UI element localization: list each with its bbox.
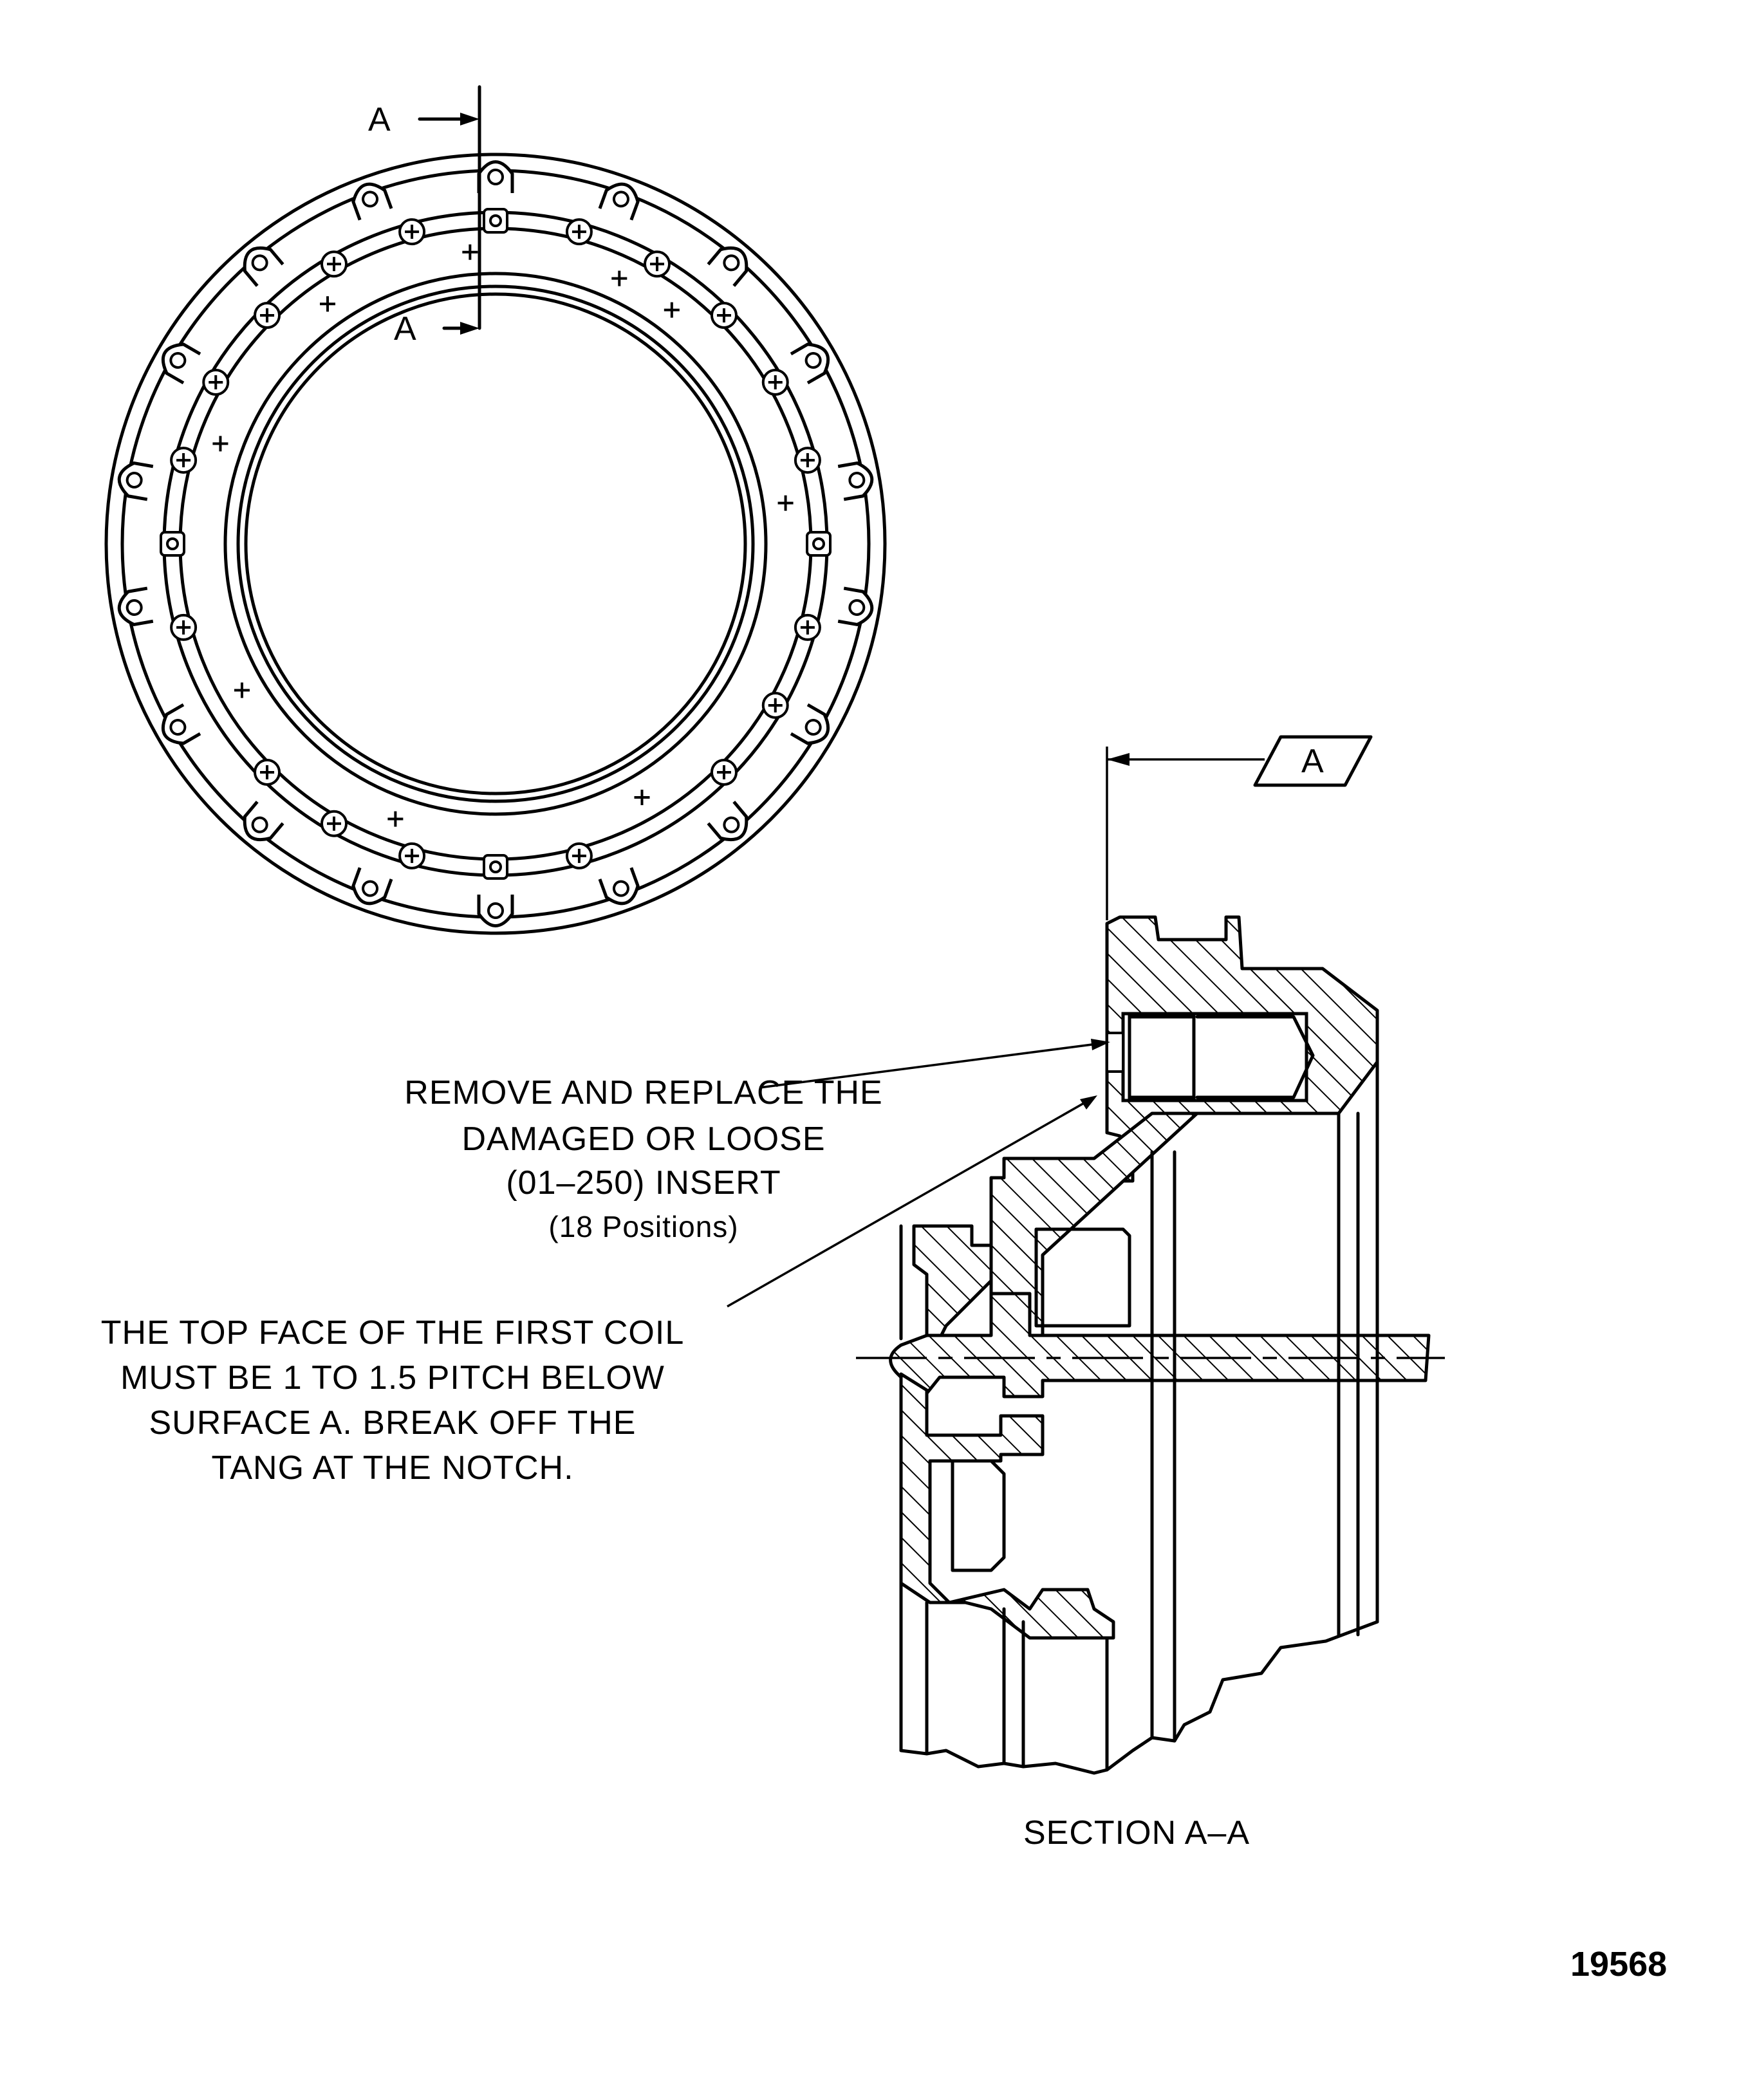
insert-note: REMOVE AND REPLACE THE DAMAGED OR LOOSE … (404, 1074, 882, 1243)
bolt-hole (170, 613, 198, 641)
section-caption: SECTION A–A (1023, 1814, 1250, 1852)
through-bolt (889, 1292, 1431, 1398)
bolt-hole (794, 447, 821, 474)
cross-mark (387, 811, 404, 827)
bolt-hole (710, 302, 738, 330)
insert-lug (351, 182, 393, 221)
insert-lug (243, 246, 284, 287)
insert-lug (837, 586, 874, 627)
dowel-hole (483, 208, 508, 234)
insert-coil (1128, 1015, 1196, 1099)
insert-lug (477, 895, 514, 927)
housing-flange-left (912, 1224, 993, 1341)
insert-lug (598, 867, 640, 906)
section-marker-outer: A (368, 101, 391, 138)
bolt-hole (202, 369, 230, 396)
bolt-hole (398, 218, 426, 246)
insert-note-line-2: DAMAGED OR LOOSE (462, 1120, 826, 1158)
coil-note-line-1: THE TOP FACE OF THE FIRST COIL (101, 1314, 684, 1352)
cross-mark (234, 682, 250, 698)
ring-bore-inner (244, 292, 747, 795)
bolt-hole (794, 613, 821, 641)
bolt-hole (321, 810, 348, 837)
section-view: A SECTION A–A (856, 735, 1445, 1852)
bolt-hole (761, 369, 789, 396)
cross-mark (320, 296, 336, 312)
insert-lug (837, 461, 874, 501)
ring-bore-step (236, 284, 755, 803)
insert-note-line-3: (01–250) INSERT (506, 1164, 781, 1202)
bolt-hole (565, 842, 593, 869)
insert-lug (161, 703, 201, 745)
bolt-hole (398, 842, 426, 869)
section-marker-inner: A (394, 310, 416, 348)
insert-lug (707, 801, 748, 842)
bolt-hole (565, 218, 593, 246)
insert-lug (117, 586, 154, 627)
bolt-hole (321, 250, 348, 278)
ring-bore-outer (223, 272, 768, 816)
insert-lug (790, 342, 830, 385)
datum-flag-box (1253, 735, 1373, 787)
coil-note: THE TOP FACE OF THE FIRST COIL MUST BE 1… (101, 1314, 684, 1487)
bolt-hole (644, 250, 671, 278)
coil-note-line-3: SURFACE A. BREAK OFF THE (149, 1404, 637, 1442)
bolt-hole (710, 758, 738, 786)
cross-mark (634, 790, 650, 806)
insert-note-line-1: REMOVE AND REPLACE THE (404, 1074, 882, 1111)
cross-marks (212, 244, 794, 827)
insert-lug (707, 246, 748, 287)
cross-mark (664, 302, 680, 318)
insert-lug (243, 801, 284, 842)
dowel-hole (806, 531, 832, 557)
housing-section-lower (899, 1372, 1115, 1640)
cross-mark (212, 436, 228, 452)
bolt-hole (170, 447, 198, 474)
bolt-holes (160, 208, 832, 880)
ring-plan-view: A A (104, 85, 887, 935)
cross-mark (611, 270, 628, 286)
dowel-hole (160, 531, 185, 557)
cross-mark (777, 495, 794, 511)
insert-lug (477, 160, 514, 193)
datum-flag-letter: A (1301, 743, 1324, 780)
figure-number: 19568 (1570, 1945, 1667, 1984)
ring-outer-edge (104, 153, 887, 935)
insert-lug (598, 182, 640, 221)
cross-mark (462, 244, 478, 260)
bolt-hole (254, 758, 281, 786)
insert-lug (351, 867, 393, 906)
bolt-hole (254, 302, 281, 330)
coil-note-line-4: TANG AT THE NOTCH. (211, 1449, 573, 1487)
ring-flange-edge (120, 169, 871, 919)
insert-lug (117, 461, 154, 501)
insert-note-line-4: (18 Positions) (548, 1210, 738, 1243)
leader-lines (727, 1039, 1110, 1308)
dowel-hole (483, 854, 508, 880)
insert-lug (790, 703, 830, 745)
break-line (899, 1620, 1379, 1775)
insert-lugs (117, 160, 874, 927)
coil-note-line-2: MUST BE 1 TO 1.5 PITCH BELOW (120, 1359, 665, 1397)
bolt-hole (761, 692, 789, 719)
section-cut-indicator: A A (368, 85, 481, 348)
insert-lug (161, 342, 201, 385)
